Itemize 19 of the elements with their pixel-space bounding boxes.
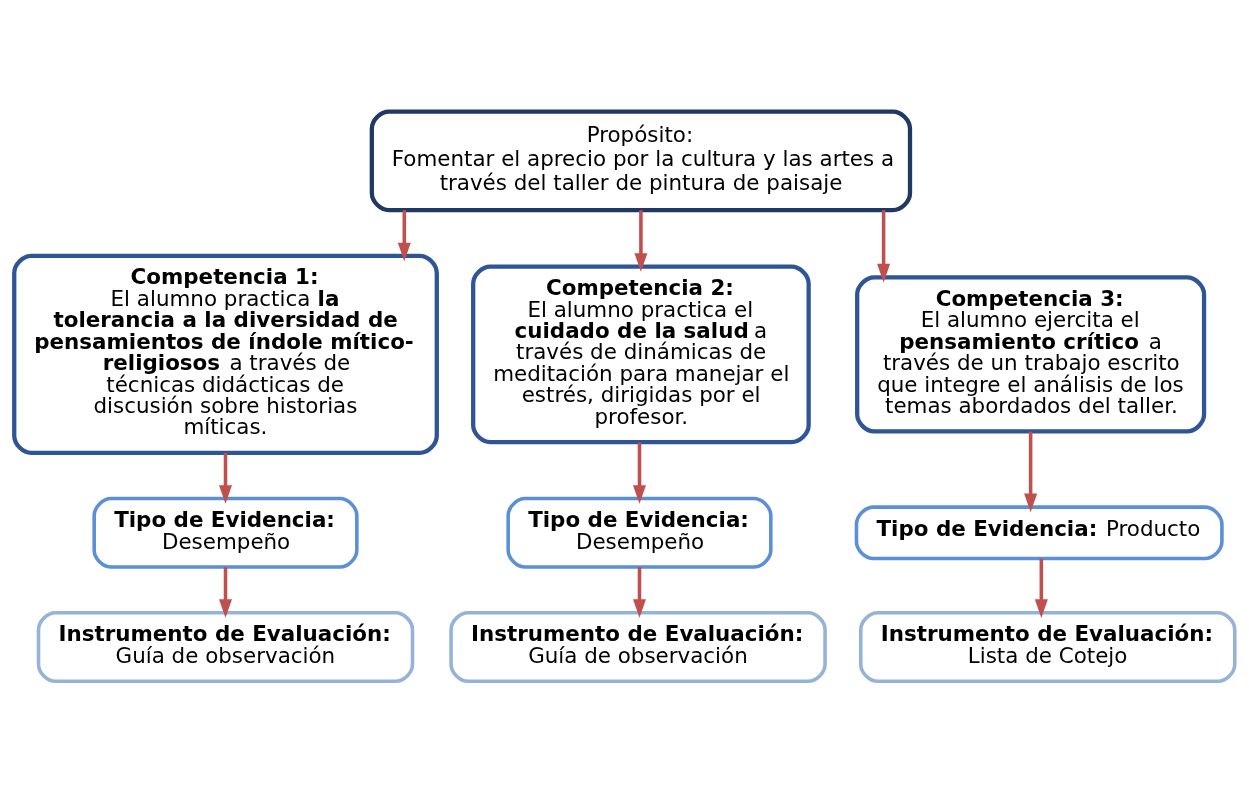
arrow: [632, 567, 646, 618]
node-box: Tipo de Evidencia: Desempeño: [92, 496, 359, 569]
arrow: [1034, 558, 1048, 618]
arrow: [219, 453, 233, 504]
node-box: Instrumento de Evaluación: Guía de observación: [36, 611, 415, 684]
node-box: Instrumento de Evaluación: Guía de observación: [449, 611, 827, 684]
node-box: Tipo de Evidencia: Producto: [854, 505, 1224, 561]
arrow: [632, 442, 646, 504]
node-box: Competencia 2: El alumno practica el cuidado de la salud a través de dinámicas de meditación para manejar el estrés, dirigidas por el profesor.: [471, 264, 811, 445]
node-box: Tipo de Evidencia: Desempeño: [506, 496, 773, 569]
arrow: [219, 567, 233, 618]
arrow: [634, 210, 648, 272]
node-box: Competencia 1: El alumno practica la tolerancia a la diversidad de pensamientos de índole mítico-religiosos a través de técnicas didácticas de discusión sobre historias míticas.: [12, 253, 439, 456]
arrow: [397, 210, 411, 262]
arrow: [1024, 431, 1038, 513]
arrow: [877, 210, 891, 283]
node-box: Instrumento de Evaluación: Lista de Cotejo: [858, 611, 1237, 684]
node-box: Propósito: Fomentar el aprecio por la cultura y las artes a través del taller de pintura de paisaje: [369, 109, 913, 213]
node-box: Competencia 3: El alumno ejercita el pensamiento crítico a través de un trabajo escrito que integre el análisis de los temas abordados del taller.: [855, 275, 1207, 434]
